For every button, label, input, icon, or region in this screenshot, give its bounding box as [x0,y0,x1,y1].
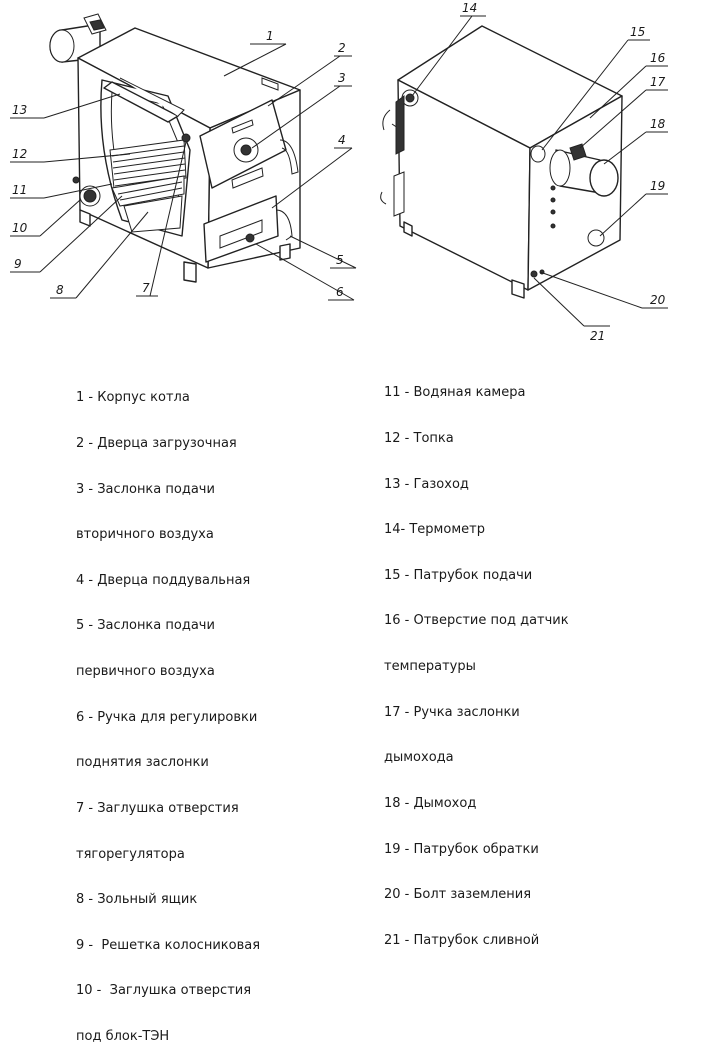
callout-17: 17 [650,75,666,89]
callout-13: 13 [12,103,27,117]
legend-item: 1 - Корпус котла [76,390,190,406]
callout-19: 19 [650,179,665,193]
callout-3: 3 [338,71,346,85]
legend-item: 9 - Решетка колосниковая [76,937,261,953]
callout-21: 21 [590,329,605,340]
boiler-front-view [49,13,301,283]
legend-item: 6 - Ручка для регулировки [76,709,258,725]
callout-5: 5 [336,253,344,267]
legend-item: первичного воздуха [76,664,215,680]
legend-item: 12 - Топка [384,431,454,447]
callout-2: 2 [338,41,346,55]
legend-item: 17 - Ручка заслонки [384,704,520,720]
legend-item: 14- Термометр [384,522,485,538]
legend-item: 21 - Патрубок сливной [384,932,540,948]
legend-item: тягорегулятора [76,846,185,862]
callout-18: 18 [650,117,666,131]
boiler-diagram: 1 2 3 4 5 6 7 8 9 10 11 12 13 14 15 16 1… [10,1,668,340]
legend-item: 15 - Патрубок подачи [384,567,533,583]
legend-item: 7 - Заглушка отверстия [76,800,239,816]
legend-left: 1 - Корпус котла 2 - Дверца загрузочная … [76,360,260,1059]
callout-10: 10 [12,221,28,235]
legend-item: поднятия заслонки [76,755,209,771]
grate [109,139,187,207]
callout-15: 15 [630,25,645,39]
callout-7: 7 [142,281,150,295]
leader-lines [10,15,668,327]
callout-9: 9 [14,257,22,271]
callout-12: 12 [12,147,27,161]
callout-14: 14 [462,1,477,15]
legend-right: 11 - Водяная камера 12 - Топка 13 - Газо… [384,355,569,963]
callout-16: 16 [650,51,666,65]
legend-item: 5 - Заслонка подачи [76,618,215,634]
legend-item: 2 - Дверца загрузочная [76,436,237,452]
legend-item: 10 - Заглушка отверстия [76,983,252,999]
legend-item: вторичного воздуха [76,527,214,543]
legend-item: дымохода [384,750,454,766]
callout-1: 1 [266,29,274,43]
callout-4: 4 [338,133,346,147]
callout-20: 20 [650,293,666,307]
boiler-back-view [380,25,623,299]
callout-labels: 1 2 3 4 5 6 7 8 9 10 11 12 13 14 15 16 1… [12,1,666,340]
legend-item: 8 - Зольный ящик [76,892,198,908]
legend-item: 18 - Дымоход [384,795,477,811]
callout-11: 11 [12,183,27,197]
legend-item: 11 - Водяная камера [384,385,526,401]
legend-item: 13 - Газоход [384,476,469,492]
legend-item: 20 - Болт заземления [384,887,532,903]
legend-item: 19 - Патрубок обратки [384,841,539,857]
legend-item: под блок-ТЭН [76,1028,170,1044]
legend-item: температуры [384,659,476,675]
teh-plug [79,185,101,207]
legend-item: 16 - Отверстие под датчик [384,613,569,629]
callout-6: 6 [336,285,344,299]
legend-item: 4 - Дверца поддувальная [76,572,251,588]
legend-item: 3 - Заслонка подачи [76,481,215,497]
chimney-pipe-right [549,143,619,197]
callout-8: 8 [56,283,64,297]
